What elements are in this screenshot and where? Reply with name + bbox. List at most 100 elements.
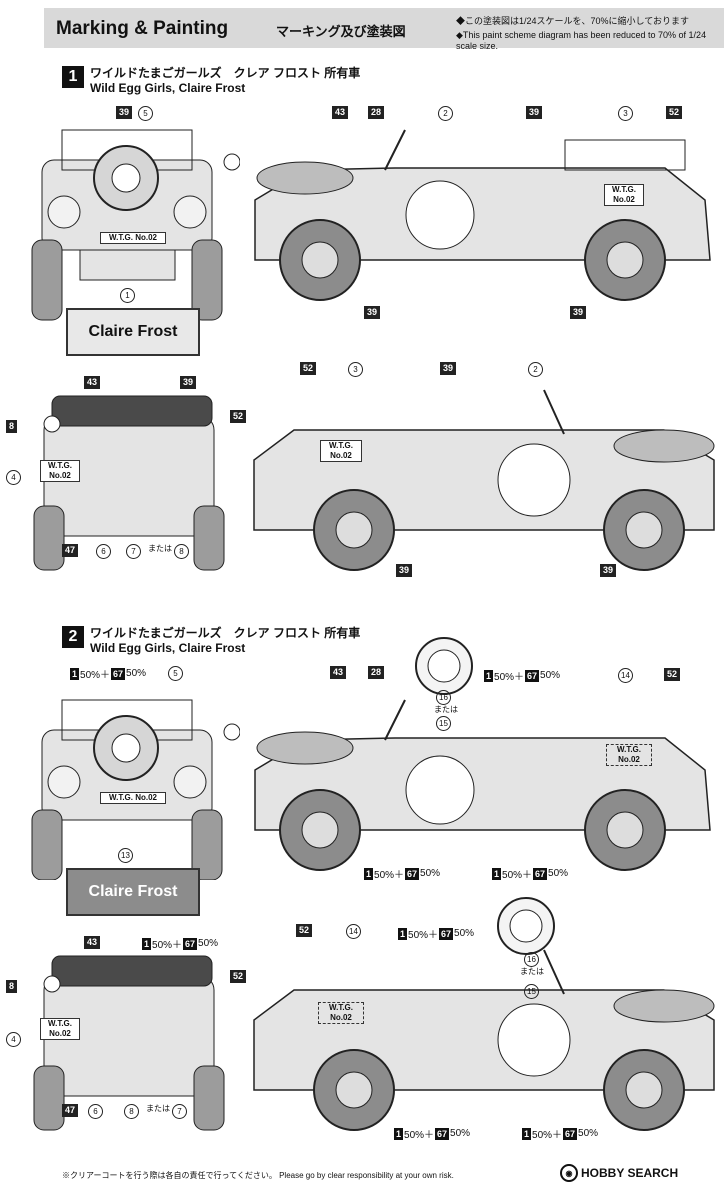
s1-or-text: または: [148, 544, 172, 553]
s1-side-wtg-mark: W.T.G. No.02: [604, 184, 644, 206]
s2-rear-callout-52: 52: [230, 970, 247, 983]
s2-or-text-side: または: [434, 705, 458, 714]
s1-callout-39-wheel-right: 39: [570, 306, 587, 319]
header-bar: Marking & Painting マーキング及び塗装図 ◆この塗装図は1/2…: [44, 8, 724, 51]
s2-front-wtg-plate: W.T.G. No.02: [100, 792, 166, 804]
s1-side-view-drawing: [254, 129, 711, 301]
wtg-line1: W.T.G.: [329, 1003, 353, 1012]
s2-callout-47: 47: [62, 1104, 79, 1117]
s1-callout-1: 1: [120, 288, 135, 303]
s2-emblem-decal-top: [415, 637, 473, 695]
wtg-line2: No.02: [49, 1029, 71, 1038]
s1-callout-39-side: 39: [526, 106, 543, 119]
s1-callout-8-decal: 8: [174, 544, 189, 559]
section-2-badge: 2: [62, 626, 84, 648]
logo-text: HOBBY SEARCH: [581, 1166, 679, 1180]
wtg-line2: No.02: [618, 755, 640, 764]
s1-callout-8-left: 8: [6, 420, 18, 433]
s1-rear-view-drawing: [33, 395, 225, 571]
s2-rear-callout-43: 43: [84, 936, 101, 949]
s1-callout-4: 4: [6, 470, 21, 485]
s1-side-left-wtg-mark: W.T.G. No.02: [320, 440, 362, 462]
s1-front-view-drawing: [31, 129, 240, 321]
s1-claire-frost-plate: Claire Frost: [66, 308, 200, 356]
wtg-line1: W.T.G.: [617, 745, 641, 754]
s2-side-left-wtg-mark: W.T.G. No.02: [318, 1002, 364, 1024]
scale-note-jp: ◆この塗装図は1/24スケールを、70%に縮小しております: [456, 16, 689, 26]
s2-callout-28: 28: [368, 666, 385, 679]
s2-callout-16: 16: [436, 690, 451, 705]
wtg-line2: No.02: [330, 1013, 352, 1022]
s1-rear-callout-43: 43: [84, 376, 101, 389]
s1-sideL-callout-2: 2: [528, 362, 543, 377]
s2-callout-5: 5: [168, 666, 183, 681]
s2-callout-13: 13: [118, 848, 133, 863]
s2-sideL-callout-14: 14: [346, 924, 361, 939]
s1-front-wtg-plate: W.T.G. No.02: [100, 232, 166, 244]
s1-side-view-left-drawing: [253, 389, 715, 571]
s1-callout-47: 47: [62, 544, 79, 557]
s1-rear-callout-39: 39: [180, 376, 197, 389]
page-title-jp: マーキング及び塗装図: [276, 24, 406, 39]
section-1-title-jp: ワイルドたまごガールズ クレア フロスト 所有車: [90, 66, 361, 80]
s1-callout-39-wheel-left: 39: [364, 306, 381, 319]
wtg-line2: No.02: [330, 451, 352, 460]
s2-side-view-drawing: [254, 699, 711, 871]
s2-front-view-drawing: [31, 699, 240, 880]
s1-callout-7: 7: [126, 544, 141, 559]
s2-emblem-decal-bottom: [497, 897, 555, 955]
s2-rear-view-drawing: [33, 955, 225, 1131]
page-title: Marking & Painting: [56, 18, 229, 39]
s2-callout-7: 7: [172, 1104, 187, 1119]
s2-callout-52: 52: [664, 668, 681, 681]
wtg-line2: No.02: [613, 195, 635, 204]
s1-sideL-callout-39-wheel-left: 39: [396, 564, 413, 577]
footer-note: ※クリアーコートを行う際は各自の責任で行ってください。 Please go by…: [62, 1171, 454, 1180]
s2-callout-8-decal: 8: [124, 1104, 139, 1119]
s2-or-text-rear: または: [146, 1104, 170, 1113]
section-2-title-en: Wild Egg Girls, Claire Frost: [90, 641, 246, 655]
wtg-line1: W.T.G.: [48, 1019, 72, 1028]
wtg-line1: W.T.G.: [48, 461, 72, 470]
wtg-line1: W.T.G.: [612, 185, 636, 194]
s2-side-wtg-mark: W.T.G. No.02: [606, 744, 652, 766]
s2-callout-6: 6: [88, 1104, 103, 1119]
s2-callout-4: 4: [6, 1032, 21, 1047]
s2-callout-15: 15: [436, 716, 451, 731]
s1-callout-2: 2: [438, 106, 453, 121]
s2-side-view-left-drawing: [253, 949, 715, 1131]
s1-callout-52: 52: [666, 106, 683, 119]
s2-callout-43: 43: [330, 666, 347, 679]
section-1-title-en: Wild Egg Girls, Claire Frost: [90, 81, 246, 95]
s1-callout-3: 3: [618, 106, 633, 121]
s1-callout-6: 6: [96, 544, 111, 559]
s2-sideL-callout-52: 52: [296, 924, 313, 937]
s1-callout-28: 28: [368, 106, 385, 119]
s1-sideL-callout-52: 52: [300, 362, 317, 375]
s2-or-text-sideL: または: [520, 967, 544, 976]
wtg-line2: No.02: [49, 471, 71, 480]
scale-note-en: ◆This paint scheme diagram has been redu…: [456, 30, 707, 51]
s1-rear-wtg-mark: W.T.G. No.02: [40, 460, 80, 482]
logo-icon: ◉: [560, 1164, 578, 1182]
s2-callout-14: 14: [618, 668, 633, 683]
s2-sideL-callout-15: 15: [524, 984, 539, 999]
s2-rear-wtg-mark: W.T.G. No.02: [40, 1018, 80, 1040]
section-2-title-jp: ワイルドたまごガールズ クレア フロスト 所有車: [90, 626, 361, 640]
s1-sideL-callout-39-wheel-right: 39: [600, 564, 617, 577]
s1-sideL-callout-3: 3: [348, 362, 363, 377]
wtg-line1: W.T.G.: [329, 441, 353, 450]
s1-sideL-callout-39: 39: [440, 362, 457, 375]
s1-rear-callout-52: 52: [230, 410, 247, 423]
s2-callout-8-left: 8: [6, 980, 18, 993]
s1-callout-39-top: 39: [116, 106, 133, 119]
s2-claire-frost-plate: Claire Frost: [66, 868, 200, 916]
section-1-badge: 1: [62, 66, 84, 88]
